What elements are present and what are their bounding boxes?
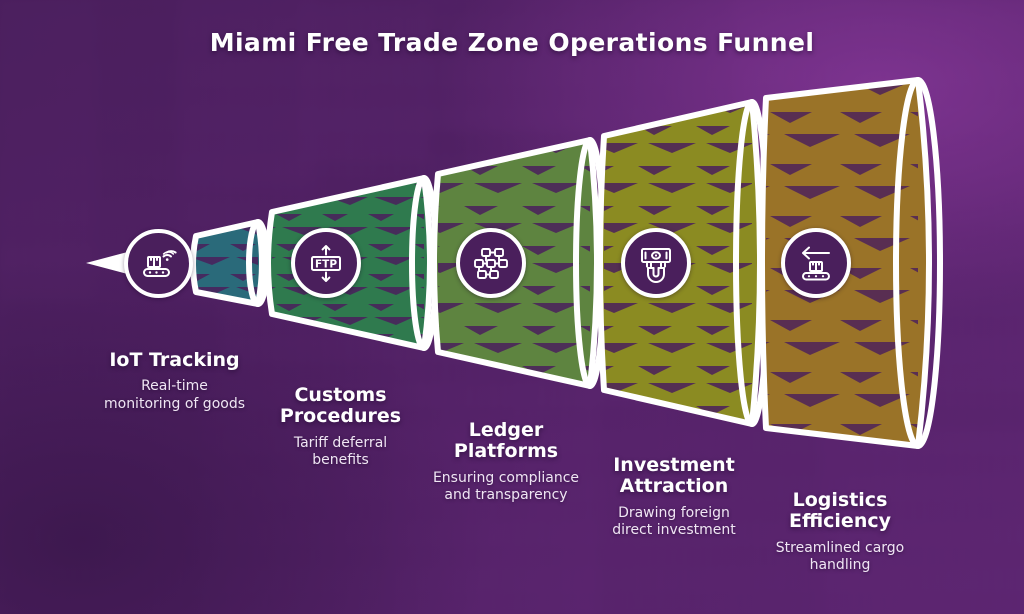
stage-label-4: Investment Attraction Drawing foreign di… [560, 454, 788, 539]
stage-icon-2[interactable]: FTP [291, 228, 361, 298]
stage-desc-2: Tariff deferral benefits [293, 434, 388, 468]
conveyor-arrow-icon [795, 242, 837, 284]
stage-label-2: Customs Procedures Tariff deferral benef… [228, 384, 453, 469]
ftp-transfer-icon: FTP [305, 242, 347, 284]
stage-title-2: Customs Procedures [279, 384, 402, 428]
stage-desc-1: Real-time monitoring of goods [103, 378, 246, 412]
stage-icon-3[interactable] [456, 228, 526, 298]
stage-icon-1[interactable] [124, 229, 193, 298]
stage-label-3: Ledger Platforms Ensuring compliance and… [392, 419, 620, 504]
stage-title-4: Investment Attraction [613, 454, 735, 498]
stage-desc-3: Ensuring compliance and transparency [432, 469, 580, 503]
stage-icon-5[interactable] [781, 228, 851, 298]
blockchain-network-icon [470, 242, 512, 284]
stage-title-1: IoT Tracking [109, 349, 240, 371]
page-title: Miami Free Trade Zone Operations Funnel [209, 28, 815, 57]
stage-label-1: IoT Tracking Real-time monitoring of goo… [62, 349, 287, 413]
stage-label-5: Logistics Efficiency Streamlined cargo h… [726, 489, 954, 574]
stage-desc-5: Streamlined cargo handling [775, 539, 905, 573]
stage-title-3: Ledger Platforms [453, 419, 559, 463]
banknote-magnet-icon [635, 242, 677, 284]
stage-desc-4: Drawing foreign direct investment [612, 504, 736, 538]
stage-icon-4[interactable] [621, 228, 691, 298]
funnel-segment-1 [190, 219, 270, 307]
svg-text:FTP: FTP [315, 258, 337, 270]
stage-title-5: Logistics Efficiency [788, 489, 891, 533]
conveyor-wifi-icon [139, 244, 179, 284]
